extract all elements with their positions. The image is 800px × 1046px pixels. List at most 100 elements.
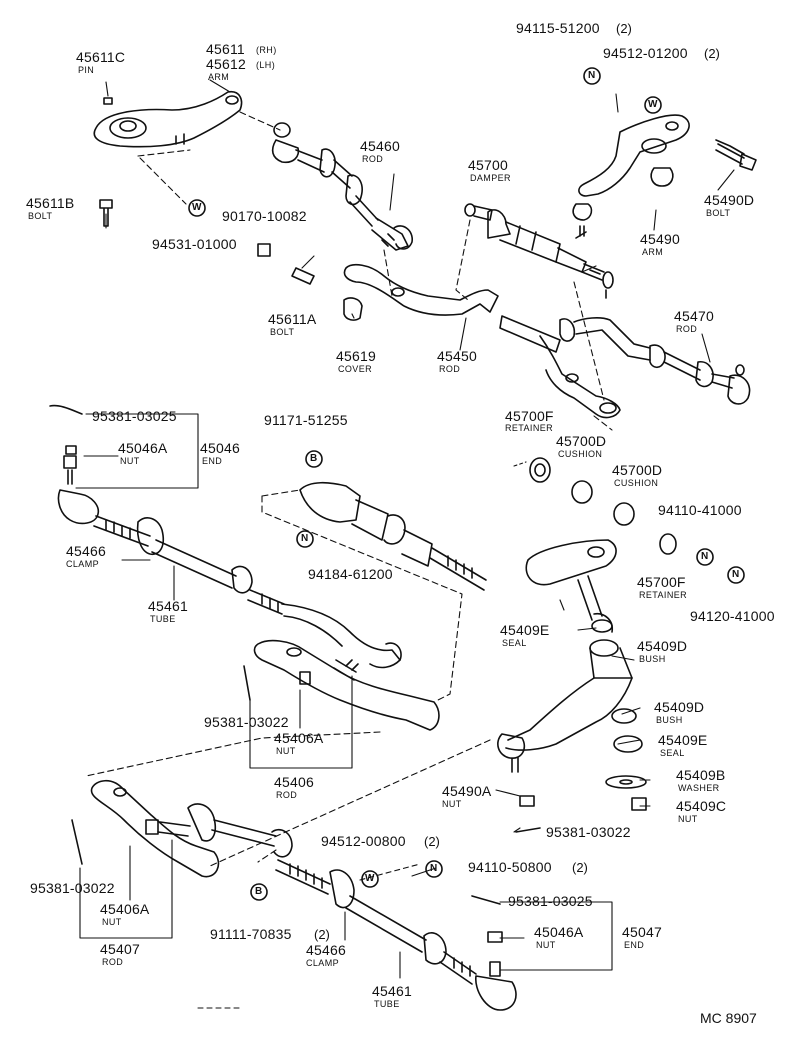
tag-n-94110-50800: N bbox=[430, 863, 438, 874]
part-45461-bottom-name: TUBE bbox=[374, 999, 400, 1009]
right-tie-rod-drawing bbox=[559, 317, 751, 405]
part-45046-name: END bbox=[202, 456, 223, 466]
part-45611-number: 45611 bbox=[206, 41, 245, 57]
part-95381-03022-right-number: 95381-03022 bbox=[546, 824, 631, 840]
part-94120-number: 94120-41000 bbox=[690, 608, 775, 624]
part-94110-41000-number: 94110-41000 bbox=[658, 502, 742, 518]
part-45409d-bottom-number: 45409D bbox=[654, 699, 705, 715]
part-94110-50800-number: 94110-50800 bbox=[468, 859, 552, 875]
part-45612-name: ARM bbox=[208, 72, 230, 82]
part-45461-top-name: TUBE bbox=[150, 614, 176, 624]
part-95381-03022-mid-number: 95381-03022 bbox=[204, 714, 289, 730]
part-45466-bottom-name: CLAMP bbox=[306, 958, 340, 968]
circled-tags bbox=[188, 67, 745, 901]
damper-drawing bbox=[464, 203, 614, 299]
part-45619-name: COVER bbox=[338, 364, 373, 374]
part-45046-number: 45046 bbox=[200, 440, 240, 456]
part-45466-top-number: 45466 bbox=[66, 543, 106, 559]
leader-lines bbox=[75, 79, 735, 1009]
part-45409d-top-number: 45409D bbox=[637, 638, 688, 654]
part-90170-number: 90170-10082 bbox=[222, 208, 307, 224]
part-45461-bottom-number: 45461 bbox=[372, 983, 412, 999]
part-45407-number: 45407 bbox=[100, 941, 140, 957]
part-45409e-bottom-number: 45409E bbox=[658, 732, 708, 748]
part-45046a-name: NUT bbox=[120, 456, 140, 466]
part-45046a-bottom-name: NUT bbox=[536, 940, 556, 950]
part-45047-name: END bbox=[624, 940, 645, 950]
part-94531-number: 94531-01000 bbox=[152, 236, 237, 252]
part-91111-number: 91111-70835 bbox=[210, 926, 292, 942]
part-94115-qty: (2) bbox=[616, 21, 632, 36]
center-rod-drawing bbox=[271, 122, 621, 419]
cushion-parts-drawing bbox=[529, 457, 677, 555]
tag-n-94184: N bbox=[301, 533, 309, 544]
figure-code: MC 8907 bbox=[700, 1010, 757, 1026]
part-45406a-name: NUT bbox=[276, 746, 296, 756]
part-45409c-number: 45409C bbox=[676, 798, 727, 814]
part-45466-top-name: CLAMP bbox=[66, 559, 100, 569]
small-fastener-drawings bbox=[99, 139, 745, 321]
part-94115-number: 94115-51200 bbox=[516, 20, 600, 36]
part-45409d-top-name: BUSH bbox=[639, 654, 666, 664]
relay-rod-drawing bbox=[243, 639, 440, 731]
part-45700-name: DAMPER bbox=[470, 173, 511, 183]
part-45612-number: 45612 bbox=[206, 56, 246, 72]
part-45409e-top-number: 45409E bbox=[500, 622, 550, 638]
idler-arm-drawing bbox=[93, 90, 243, 148]
part-45490d-name: BOLT bbox=[706, 208, 731, 218]
part-45046a-bottom-number: 45046A bbox=[534, 924, 584, 940]
part-94512-00800-number: 94512-00800 bbox=[321, 833, 406, 849]
part-94184-number: 94184-61200 bbox=[308, 566, 393, 582]
part-45611c-number: 45611C bbox=[76, 49, 126, 65]
part-45450-number: 45450 bbox=[437, 348, 477, 364]
part-45409b-number: 45409B bbox=[676, 767, 726, 783]
tag-w-94512-01200: W bbox=[648, 99, 658, 110]
part-45406-number: 45406 bbox=[274, 774, 314, 790]
part-94512-00800-qty: (2) bbox=[424, 834, 440, 849]
part-94512-01200-number: 94512-01200 bbox=[603, 45, 688, 61]
part-45700d-top-name: CUSHION bbox=[558, 449, 603, 459]
part-45611c-name: PIN bbox=[78, 65, 95, 75]
part-45700-number: 45700 bbox=[468, 157, 508, 173]
part-45700d-bottom-name: CUSHION bbox=[614, 478, 659, 488]
part-95381-03025-bottom-number: 95381-03025 bbox=[508, 893, 593, 909]
lower-relay-rod-drawing bbox=[71, 779, 293, 878]
part-94110-50800-qty: (2) bbox=[572, 860, 588, 875]
part-45470-name: ROD bbox=[676, 324, 698, 334]
part-45700f-top-name: RETAINER bbox=[505, 423, 554, 433]
part-45700d-top-number: 45700D bbox=[556, 433, 607, 449]
tag-w-94531: W bbox=[192, 202, 202, 213]
tag-n-94120: N bbox=[732, 569, 740, 580]
part-45700f-bottom-name: RETAINER bbox=[639, 590, 688, 600]
part-45460-name: ROD bbox=[362, 154, 384, 164]
pitman-arm-drawing bbox=[572, 114, 757, 237]
lower-pitman-arm-drawing bbox=[497, 539, 647, 833]
part-45466-bottom-number: 45466 bbox=[306, 942, 346, 958]
part-45450-name: ROD bbox=[439, 364, 461, 374]
part-45461-top-number: 45461 bbox=[148, 598, 188, 614]
tag-b-91171: B bbox=[310, 453, 318, 464]
part-45046a-number: 45046A bbox=[118, 440, 168, 456]
part-45407-name: ROD bbox=[102, 957, 124, 967]
part-91111-qty: (2) bbox=[314, 927, 330, 942]
left-tie-rod-drawing bbox=[49, 404, 402, 669]
part-45700f-bottom-number: 45700F bbox=[637, 574, 686, 590]
part-45406a-lower-number: 45406A bbox=[100, 901, 150, 917]
part-45409e-bottom-name: SEAL bbox=[660, 748, 685, 758]
part-45409b-name: WASHER bbox=[678, 783, 720, 793]
part-45611a-number: 45611A bbox=[268, 311, 317, 327]
part-45490a-number: 45490A bbox=[442, 783, 492, 799]
tag-w-94512-00800: W bbox=[365, 873, 375, 884]
tag-b-91111: B bbox=[255, 886, 263, 897]
part-45700d-bottom-number: 45700D bbox=[612, 462, 663, 478]
part-45700f-top-number: 45700F bbox=[505, 408, 554, 424]
part-45406a-number: 45406A bbox=[274, 730, 324, 746]
part-45611b-name: BOLT bbox=[28, 211, 53, 221]
part-45490a-name: NUT bbox=[442, 799, 462, 809]
part-45470-number: 45470 bbox=[674, 308, 714, 324]
part-45611a-name: BOLT bbox=[270, 327, 295, 337]
part-45406-name: ROD bbox=[276, 790, 298, 800]
part-45490-name: ARM bbox=[642, 247, 664, 257]
lower-tie-rod-drawing bbox=[275, 859, 517, 1011]
